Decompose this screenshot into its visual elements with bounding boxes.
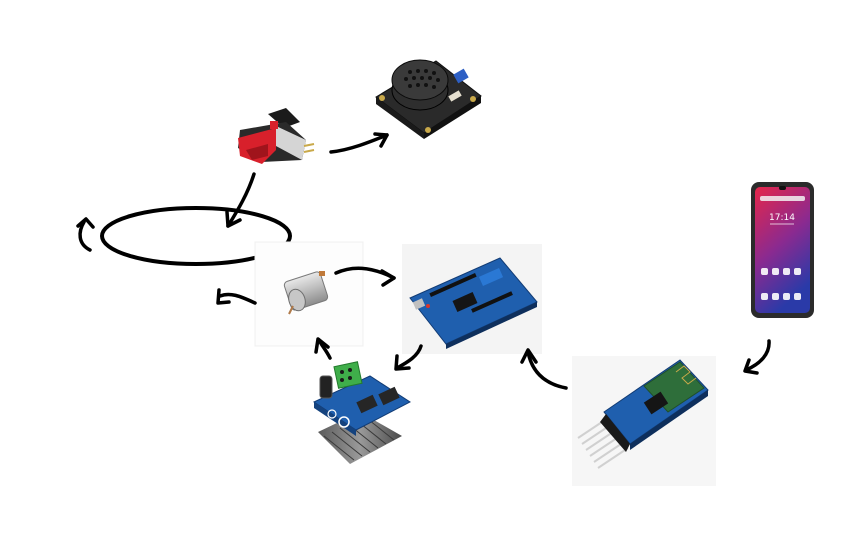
arrow-cartridge-to-platter	[225, 172, 256, 228]
dc-motor-icon	[254, 241, 364, 347]
arrow-bluetooth-to-arduino	[520, 348, 568, 390]
smartphone-icon: 17:14	[751, 182, 814, 318]
arrow-arduino-to-driver	[394, 344, 423, 371]
arrow-motor-left	[216, 288, 257, 305]
arrow-driver-to-motor	[314, 337, 332, 360]
arrow-phone-to-bluetooth	[743, 339, 771, 375]
arduino-board-icon	[402, 244, 542, 354]
phono-cartridge-icon	[238, 108, 315, 164]
speaker-module-icon	[375, 59, 482, 139]
arrow-cartridge-to-speaker	[329, 132, 389, 154]
arrow-platter-left	[76, 217, 95, 252]
motor-driver-icon	[312, 361, 411, 464]
platter-outline-icon	[100, 206, 292, 266]
bluetooth-module-icon	[572, 356, 716, 486]
phone-clock: 17:14	[769, 213, 795, 223]
arrow-motor-to-arduino	[334, 266, 396, 287]
